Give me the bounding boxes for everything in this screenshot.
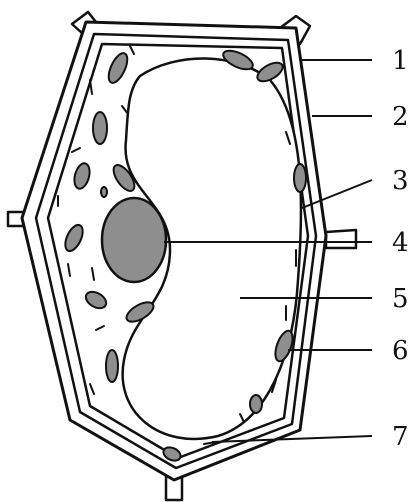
wall-stub-right — [326, 230, 356, 248]
granule — [101, 187, 107, 197]
label-6: 6 — [392, 336, 409, 366]
label-1: 1 — [392, 46, 409, 76]
chloroplast — [294, 164, 306, 192]
label-5: 5 — [392, 284, 409, 314]
chloroplast — [250, 395, 262, 413]
label-4: 4 — [392, 228, 409, 258]
nucleus — [102, 198, 166, 282]
chloroplast — [106, 350, 118, 382]
label-2: 2 — [392, 102, 409, 132]
label-3: 3 — [392, 166, 409, 196]
label-7: 7 — [392, 422, 409, 452]
labels: 1 2 3 4 5 6 7 — [392, 46, 409, 452]
chloroplast — [93, 112, 107, 144]
